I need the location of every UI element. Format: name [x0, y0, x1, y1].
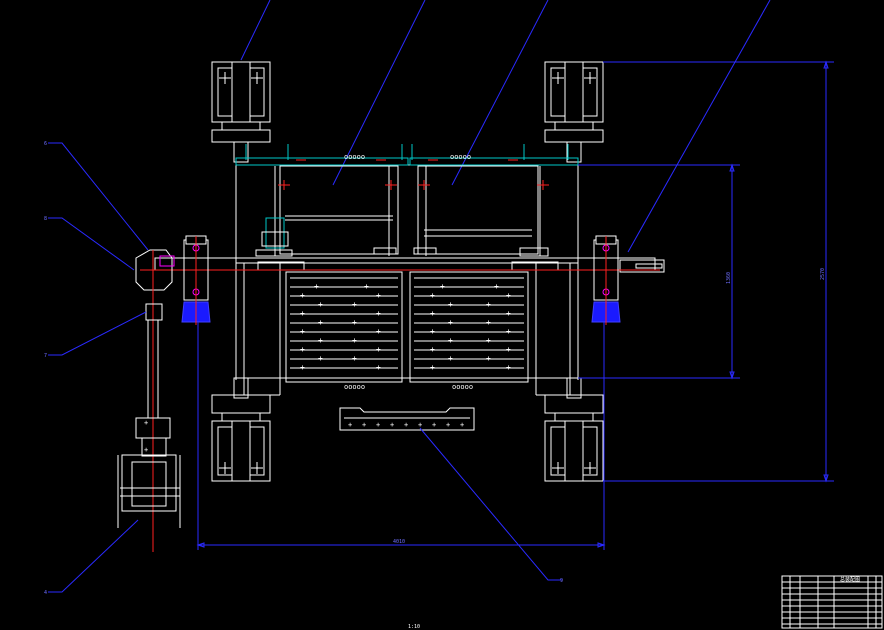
svg-text:+: + [430, 291, 435, 300]
wheel-block-bottom-left [211, 377, 271, 482]
dimension-overall-height [603, 60, 834, 483]
svg-text:+: + [430, 327, 435, 336]
filter-drum: ++++ ++++ ++++ ++++ ++++ ++++ ++++ ++++ … [285, 271, 529, 391]
svg-text:+: + [300, 327, 305, 336]
svg-text:+: + [430, 345, 435, 354]
svg-text:+: + [506, 291, 511, 300]
title-block-header: 总装配图 [840, 576, 860, 583]
callout-7: 7 [44, 353, 47, 359]
svg-text:+: + [300, 363, 305, 372]
svg-text:+: + [144, 446, 148, 454]
svg-text:+: + [486, 336, 491, 345]
svg-text:+: + [460, 421, 464, 429]
svg-text:+: + [432, 421, 436, 429]
svg-text:+: + [486, 300, 491, 309]
upper-housing: ooooo ooooo [235, 144, 579, 257]
svg-text:+: + [352, 300, 357, 309]
svg-text:+: + [376, 327, 381, 336]
callout-4: 4 [44, 590, 47, 596]
dimension-inner-height [578, 163, 740, 380]
svg-text:+: + [362, 421, 366, 429]
top-leader-lines [240, 0, 771, 253]
svg-text:+: + [486, 318, 491, 327]
dimension-inner-height-label: 1360 [726, 272, 732, 284]
svg-text:+: + [376, 309, 381, 318]
svg-text:+: + [448, 336, 453, 345]
svg-text:+: + [144, 419, 148, 427]
bearing-left [181, 235, 211, 325]
svg-text:+: + [430, 309, 435, 318]
svg-text:+: + [352, 354, 357, 363]
svg-text:+: + [506, 363, 511, 372]
svg-text:+: + [486, 354, 491, 363]
callout-8: 8 [44, 216, 47, 222]
wheel-block-bottom-right [544, 377, 604, 482]
svg-text:+: + [348, 421, 352, 429]
svg-text:+: + [390, 421, 394, 429]
svg-text:+: + [318, 354, 323, 363]
svg-text:+: + [376, 421, 380, 429]
svg-text:+: + [494, 282, 499, 291]
left-drive-assembly: + + [117, 249, 181, 552]
title-block [781, 575, 883, 629]
svg-text:ooooo: ooooo [344, 153, 365, 161]
svg-text:+: + [418, 421, 422, 429]
bottom-tray: + + + + + + + + + [339, 407, 475, 431]
svg-text:+: + [506, 309, 511, 318]
tray-leader-line [419, 427, 562, 581]
svg-text:+: + [448, 354, 453, 363]
callout-9: 9 [560, 578, 563, 584]
svg-text:+: + [446, 421, 450, 429]
dimension-overall-height-label: 2570 [820, 268, 826, 280]
svg-text:+: + [430, 363, 435, 372]
svg-text:ooooo: ooooo [452, 383, 473, 391]
svg-text:+: + [300, 309, 305, 318]
svg-text:+: + [352, 318, 357, 327]
svg-text:ooooo: ooooo [450, 153, 471, 161]
svg-text:+: + [448, 300, 453, 309]
callout-6: 6 [44, 141, 47, 147]
svg-text:+: + [506, 327, 511, 336]
svg-text:+: + [318, 336, 323, 345]
wheel-block-top-left [211, 61, 271, 163]
svg-text:ooooo: ooooo [344, 383, 365, 391]
svg-text:+: + [314, 282, 319, 291]
svg-text:+: + [376, 363, 381, 372]
left-leader-lines [48, 142, 149, 593]
svg-text:+: + [300, 291, 305, 300]
svg-text:+: + [376, 291, 381, 300]
main-shaft [140, 257, 665, 273]
svg-text:+: + [318, 318, 323, 327]
svg-text:+: + [318, 300, 323, 309]
dimension-bottom-label: 4010 [393, 539, 405, 545]
svg-text:+: + [364, 282, 369, 291]
svg-text:+: + [404, 421, 408, 429]
svg-text:+: + [448, 318, 453, 327]
svg-text:+: + [300, 345, 305, 354]
dimension-bottom [196, 322, 606, 550]
svg-text:+: + [506, 345, 511, 354]
wheel-block-top-right [544, 61, 604, 163]
main-frame [235, 164, 579, 396]
svg-text:+: + [352, 336, 357, 345]
svg-text:+: + [376, 345, 381, 354]
sheet-label: 1:10 [408, 624, 420, 630]
bearing-right [591, 235, 621, 325]
svg-text:+: + [440, 282, 445, 291]
